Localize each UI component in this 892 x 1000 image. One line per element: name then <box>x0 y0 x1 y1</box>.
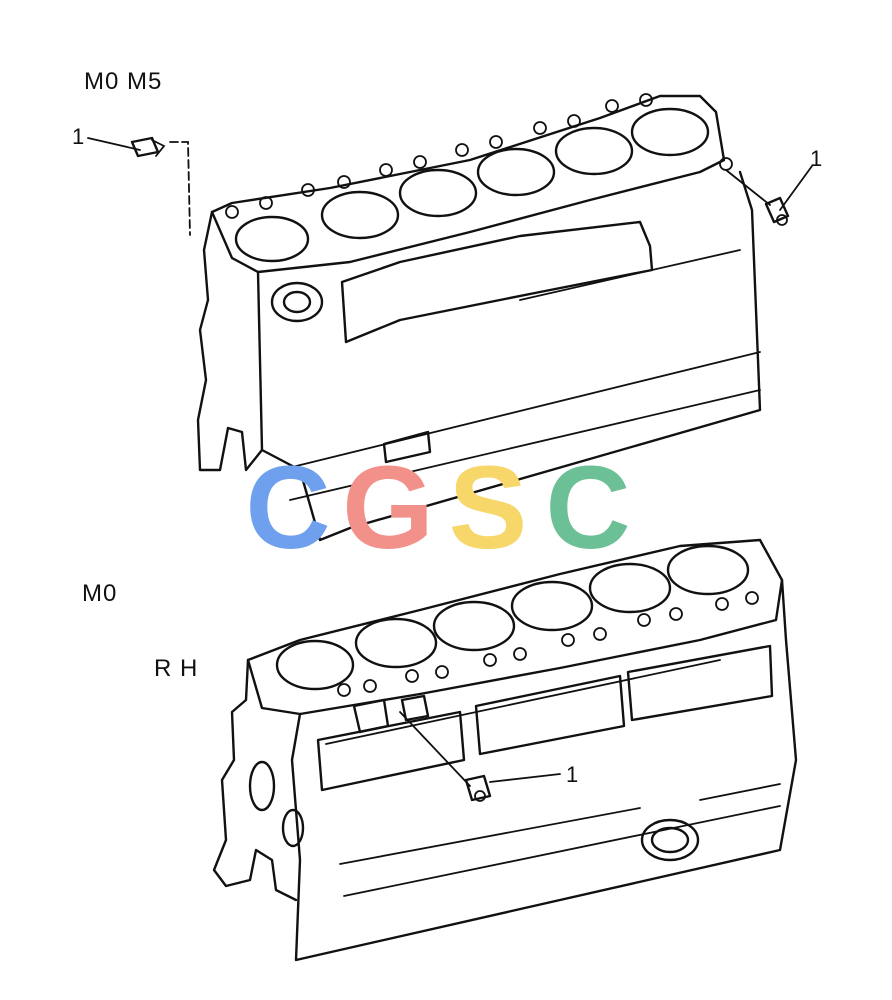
top-bolt-holes <box>225 93 733 219</box>
top-bore-5 <box>554 126 634 176</box>
label-m0: M0 <box>82 580 118 607</box>
bottom-panel-3 <box>626 644 774 722</box>
top-rib-3 <box>519 249 741 301</box>
leader-top-left <box>87 137 141 151</box>
bottom-bore-2 <box>354 617 438 669</box>
top-mount-inner <box>282 290 312 314</box>
watermark-letter-c1: C <box>245 442 335 574</box>
bottom-front-face <box>212 658 298 902</box>
bottom-bore-4 <box>510 580 594 632</box>
callout-1-top-left: 1 <box>72 124 86 149</box>
bottom-rib-1 <box>339 807 641 865</box>
bottom-front-mount <box>248 760 276 812</box>
label-m0-m5: M0 M5 <box>84 68 163 95</box>
bottom-panel-2 <box>474 674 626 756</box>
bottom-sensor-boss-2 <box>400 694 430 722</box>
bottom-sensor-boss <box>352 698 390 734</box>
callout-1-top-right: 1 <box>810 146 824 171</box>
bottom-side-wall <box>290 578 798 962</box>
top-side-wall <box>256 170 762 542</box>
watermark-letter-g: G <box>342 442 438 574</box>
bottom-rib-top <box>325 659 721 745</box>
fitting-bottom <box>464 774 492 802</box>
leader-top-right <box>779 165 813 211</box>
leader-bottom <box>489 773 561 783</box>
bottom-bore-1 <box>275 639 355 691</box>
bottom-bolt-holes <box>337 591 759 697</box>
top-cylinder-bores <box>234 107 710 263</box>
top-bore-6 <box>630 107 710 157</box>
top-bore-4 <box>476 147 556 197</box>
bottom-deck-outline <box>246 538 784 716</box>
top-rib-1 <box>279 351 761 471</box>
top-front-face <box>196 210 264 472</box>
watermark-letter-c2: C <box>545 442 635 574</box>
callout-1-bottom: 1 <box>566 762 580 787</box>
top-bore-3 <box>398 168 478 218</box>
top-side-panel <box>340 220 654 344</box>
leader-top-right-link <box>725 169 771 206</box>
bottom-rib-2 <box>343 805 781 897</box>
fitting-top-left <box>130 136 166 158</box>
leader-top-left-drop <box>169 141 191 236</box>
bottom-front-mount-2 <box>281 808 305 848</box>
bottom-side-mount-outer <box>640 818 700 862</box>
watermark-letter-s: S <box>448 442 532 574</box>
leader-bottom-link <box>399 711 471 787</box>
top-bore-2 <box>320 190 400 240</box>
top-mount-outer <box>270 281 324 323</box>
top-deck-outline <box>210 94 726 274</box>
bottom-cylinder-bores <box>275 544 750 691</box>
bottom-bore-5 <box>588 562 672 614</box>
label-rh: R H <box>154 655 199 682</box>
top-bore-1 <box>234 215 310 263</box>
top-rib-2 <box>289 389 761 501</box>
bottom-bore-3 <box>432 600 516 652</box>
bottom-rib-3 <box>699 783 781 801</box>
bottom-panel-1 <box>316 710 466 792</box>
fitting-top-right <box>764 196 790 226</box>
bottom-bore-6 <box>666 544 750 596</box>
top-side-port <box>382 430 432 464</box>
